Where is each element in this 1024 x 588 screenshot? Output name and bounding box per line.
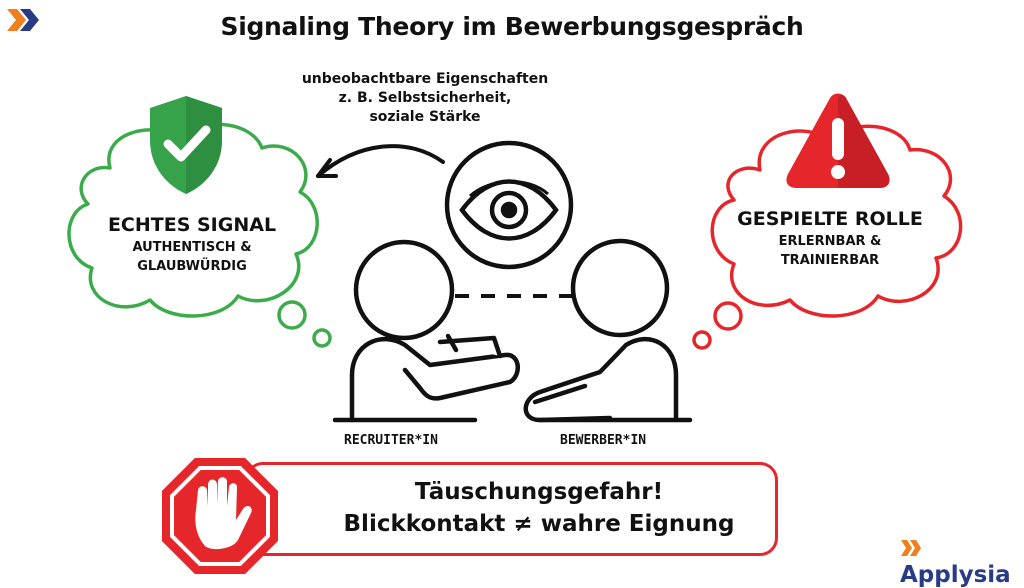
warning-triangle-icon [786,93,890,188]
warning-line-2: Blickkontakt ≠ wahre Eignung [343,511,735,537]
left-cloud-line-2: GLAUBWÜRDIG [137,259,247,274]
right-cloud-line-1: ERLERNBAR & [778,234,882,249]
recruiter-label: RECRUITER*IN [344,433,438,448]
observation-line-1: unbeobachtbare Eigenschaften [301,71,549,87]
left-cloud-text: ECHTES SIGNAL AUTHENTISCH & GLAUBWÜRDIG [92,212,292,276]
left-cloud-heading: ECHTES SIGNAL [107,214,277,236]
right-cloud-line-2: TRAINIERBAR [780,253,880,268]
logo-chevrons-icon [7,9,39,31]
brand-name: Applysia [900,562,1011,588]
page-title: Signaling Theory im Bewerbungsgespräch [220,12,804,41]
shield-check-icon [150,96,222,194]
stop-sign-overlay [162,458,278,574]
applicant-label: BEWERBER*IN [560,433,647,448]
observation-line-2: z. B. Selbstsicherheit, [338,90,512,106]
observation-line-3: soziale Stärke [369,109,481,125]
right-cloud-text: GESPIELTE ROLLE ERLERNBAR & TRAINIERBAR [730,206,930,270]
observation-note: unbeobachtbare Eigenschaften z. B. Selbs… [280,70,570,127]
recruiter-figure [332,239,520,423]
warning-line-1: Täuschungsgefahr! [414,479,664,505]
eye-icon [444,140,574,270]
right-cloud-heading: GESPIELTE ROLLE [737,208,923,230]
curved-arrow [316,144,445,178]
left-cloud-line-1: AUTHENTISCH & [132,240,252,255]
warning-text: Täuschungsgefahr! Blickkontakt ≠ wahre E… [300,476,778,540]
brand-logo[interactable]: Applysia [900,536,1024,588]
brand-chevrons-icon [901,540,921,556]
applicant-figure [523,238,693,423]
